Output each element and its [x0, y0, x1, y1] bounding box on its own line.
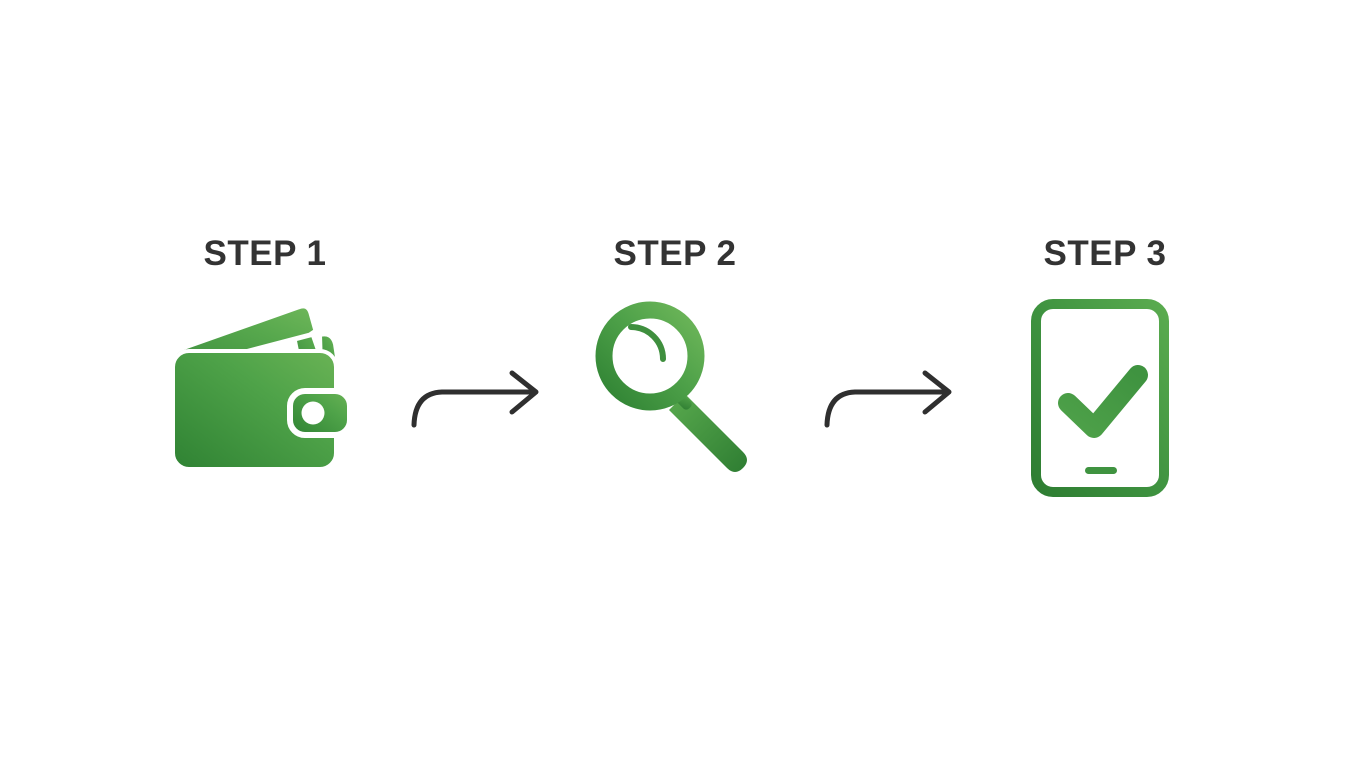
wallet-icon — [170, 299, 360, 474]
phone-frame — [1031, 299, 1169, 497]
step-3-label: STEP 3 — [1043, 234, 1167, 273]
curved-arrow-right-icon — [821, 363, 966, 435]
step-1-label: STEP 1 — [203, 234, 327, 273]
wallet-clasp — [287, 388, 353, 438]
step-3-group: STEP 3 — [990, 236, 1220, 506]
phone-checkmark-icon — [1030, 299, 1180, 499]
magnifying-glass-icon — [593, 299, 758, 474]
curved-arrow-right-icon — [408, 363, 553, 435]
magnifier-highlight-arc — [627, 324, 666, 362]
step-2-label: STEP 2 — [613, 234, 737, 273]
phone-home-bar — [1085, 467, 1117, 474]
magnifier-ring — [595, 301, 704, 411]
magnifier-handle — [668, 390, 747, 472]
step-1-group: STEP 1 — [150, 236, 380, 506]
step-2-group: STEP 2 — [560, 236, 790, 506]
checkmark-icon — [1058, 365, 1148, 438]
